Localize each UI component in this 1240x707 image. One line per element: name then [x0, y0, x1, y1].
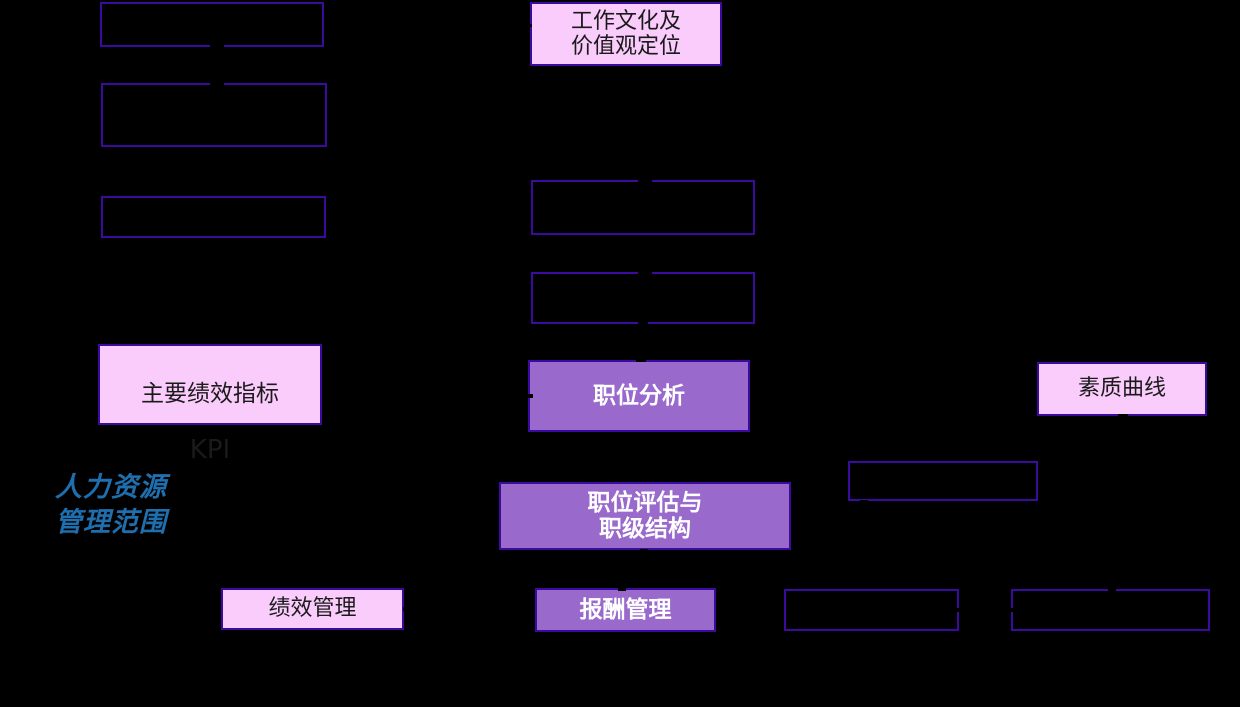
connector-nub-performance-right — [403, 607, 409, 611]
box-center-2[interactable] — [531, 272, 755, 324]
box-job-analysis-label: 职位分析 — [593, 381, 685, 409]
box-work-culture-label: 工作文化及 价值观定位 — [570, 8, 681, 59]
connector-nub-job-analysis-top — [636, 359, 646, 362]
connector-nub-center-2-bottom — [638, 322, 648, 325]
connector-nub-bottom-right-1-right — [955, 608, 961, 612]
connector-nub-top-left-1 — [210, 44, 224, 47]
box-competency-curve[interactable]: 素质曲线 — [1037, 362, 1207, 416]
connector-nub-top-left-2 — [210, 82, 224, 85]
box-bottom-right-1[interactable] — [784, 589, 959, 631]
box-bottom-right-2[interactable] — [1011, 589, 1210, 631]
connector-nub-center-1 — [638, 179, 652, 182]
box-job-evaluation[interactable]: 职位评估与 职级结构 — [499, 482, 791, 550]
connector-nub-job-analysis-left — [521, 394, 533, 398]
connector-nub-bottom-right-2-left — [1010, 608, 1016, 612]
box-top-left-1[interactable] — [100, 2, 324, 47]
box-performance-mgmt[interactable]: 绩效管理 — [221, 588, 404, 630]
connector-nub-work-culture-left — [524, 24, 532, 27]
connector-nub-center-2 — [638, 271, 652, 274]
box-top-left-3[interactable] — [101, 196, 326, 238]
box-compensation-mgmt[interactable]: 报酬管理 — [535, 588, 716, 632]
hr-scope-caption: 人力资源 管理范围 — [55, 472, 167, 539]
connector-nub-bottom-right-2-top — [1108, 588, 1116, 591]
box-job-evaluation-label: 职位评估与 职级结构 — [587, 488, 703, 542]
box-kpi-sublabel: KPI — [189, 435, 231, 466]
box-competency-curve-label: 素质曲线 — [1077, 376, 1166, 402]
box-kpi-label: 主要绩效指标 — [141, 381, 279, 408]
connector-nub-mid-right-bottom — [860, 500, 868, 503]
box-compensation-mgmt-label: 报酬管理 — [579, 595, 672, 623]
box-kpi[interactable]: 主要绩效指标 KPI — [98, 344, 322, 465]
connector-nub-compensation-top — [618, 587, 626, 591]
box-job-analysis[interactable]: 职位分析 — [528, 360, 750, 432]
connector-nub-job-evaluation-bottom — [640, 549, 648, 553]
box-top-left-2[interactable] — [101, 83, 327, 147]
box-kpi-stack: 主要绩效指标 KPI — [100, 356, 320, 491]
box-work-culture[interactable]: 工作文化及 价值观定位 — [530, 2, 722, 66]
box-performance-mgmt-label: 绩效管理 — [268, 596, 357, 622]
box-mid-right[interactable] — [848, 461, 1038, 501]
connector-nub-competency-bottom — [1118, 414, 1128, 417]
box-center-1[interactable] — [531, 180, 755, 235]
